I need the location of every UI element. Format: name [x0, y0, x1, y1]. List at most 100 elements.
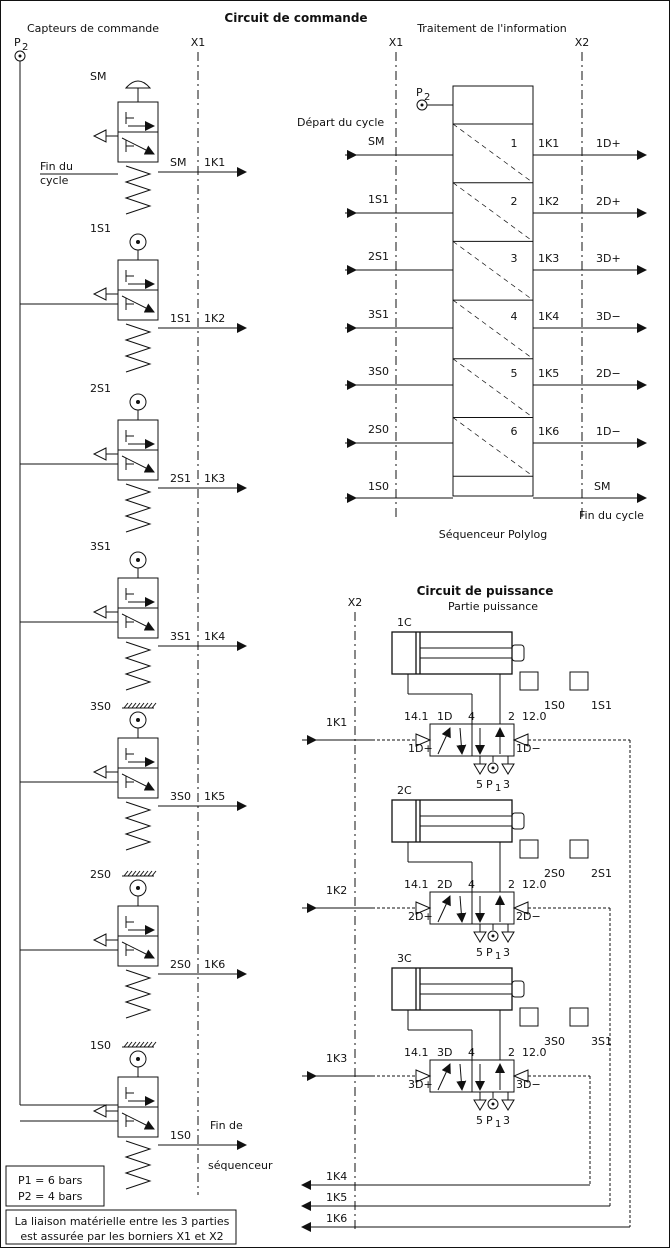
limit-s1-label: 1S1 [591, 699, 612, 712]
valve-minus-label: 2D− [516, 910, 541, 923]
pilot-left-label: 14.1 [404, 1046, 429, 1059]
step-output-label: 2D+ [596, 195, 621, 208]
pressure-source-icon [487, 762, 499, 774]
valve-square-top [117, 737, 159, 769]
port-3-label: 3 [503, 1114, 510, 1127]
svg-text:P: P [416, 86, 423, 99]
sensor-name: 2S1 [90, 382, 111, 395]
valve-plus-label: 3D+ [408, 1078, 433, 1091]
cylinder-label: 1C [397, 616, 412, 629]
port-2-label: 2 [508, 878, 515, 891]
valve-square-bottom [117, 767, 159, 799]
command-circuit-title: Circuit de commande [224, 11, 367, 25]
pilot-left-icon [415, 1069, 432, 1083]
exhaust-icon [92, 765, 107, 779]
port-2-label: 2 [508, 1046, 515, 1059]
sequencer-caption: Séquenceur Polylog [439, 528, 548, 541]
step-input-label: 2S0 [368, 423, 389, 436]
valve-left-square [429, 723, 473, 757]
svg-text:P: P [14, 36, 21, 49]
exhaust-icon [92, 933, 107, 947]
step-k-label: 1K5 [538, 367, 559, 380]
spring-symbol [124, 969, 152, 1019]
valve-square-bottom [117, 935, 159, 967]
step-input-label: 3S1 [368, 308, 389, 321]
step-output-label: 1D− [596, 425, 621, 438]
port-3-label: 3 [503, 778, 510, 791]
spring-symbol [124, 323, 152, 373]
step-input-label: 1S1 [368, 193, 389, 206]
step-input-label: 2S1 [368, 250, 389, 263]
sensor-output-label: 1K6 [204, 958, 225, 971]
power-circuit-title: Circuit de puissance [417, 584, 554, 598]
port-p-label: P [486, 946, 493, 959]
valve-square-bottom [117, 289, 159, 321]
limit-s1-label: 2S1 [591, 867, 612, 880]
return-label: 1K5 [326, 1191, 347, 1204]
svg-text:La liaison matérielle entre le: La liaison matérielle entre les 3 partie… [15, 1215, 230, 1228]
sensors-title: Capteurs de commande [27, 22, 159, 35]
limit-s0-label: 1S0 [544, 699, 565, 712]
port-p-sub-label: 1 [495, 951, 501, 962]
pilot-right-label: 12.0 [522, 1046, 547, 1059]
port-p-sub-label: 1 [495, 783, 501, 794]
port-2-label: 2 [508, 710, 515, 723]
power-circuit-subtitle: Partie puissance [448, 600, 538, 613]
port-4-label: 4 [468, 1046, 475, 1059]
valve-square-top [117, 577, 159, 609]
pressure-source-icon [487, 930, 499, 942]
step-output-label: 3D+ [596, 252, 621, 265]
valve-label: 1D [437, 710, 452, 723]
exhaust-icon [92, 447, 107, 461]
limit-s0-label: 2S0 [544, 867, 565, 880]
step-output-label: 2D− [596, 367, 621, 380]
port-p-sub-label: 1 [495, 1119, 501, 1130]
sensor-signal-label: 1S0 [170, 1129, 191, 1142]
step-number: 4 [511, 310, 518, 323]
port-4-label: 4 [468, 878, 475, 891]
valve-square-top [117, 1076, 159, 1108]
valve-square-bottom [117, 131, 159, 163]
pilot-right-label: 12.0 [522, 878, 547, 891]
valve-left-square [429, 1059, 473, 1093]
port-p-label: P [486, 778, 493, 791]
valve-square-bottom [117, 1106, 159, 1138]
cycle-end-out-label: Fin du cycle [579, 509, 644, 522]
terminal-x1-label-left: X1 [191, 36, 206, 49]
pilot-left-icon [415, 733, 432, 747]
step-k-label: 1K2 [538, 195, 559, 208]
port-3-label: 3 [503, 946, 510, 959]
valve-square-bottom [117, 607, 159, 639]
valve-right-square [471, 891, 515, 925]
cylinder-rod [419, 647, 513, 659]
sensor-output-label: 1K5 [204, 790, 225, 803]
cycle-start-label: Départ du cycle [297, 116, 384, 129]
spring-symbol [124, 641, 152, 691]
terminal-x2-label-bottom: X2 [348, 596, 363, 609]
step-output-label: 3D− [596, 310, 621, 323]
valve-right-square [471, 1059, 515, 1093]
valve-plus-label: 1D+ [408, 742, 433, 755]
sensor-name: 3S1 [90, 540, 111, 553]
limit-box-s0 [519, 671, 539, 691]
valve-label: 3D [437, 1046, 452, 1059]
sensor-name: 1S0 [90, 1039, 111, 1052]
pilot-left-label: 14.1 [404, 710, 429, 723]
sensor-output-label: 1K2 [204, 312, 225, 325]
last-input-label: 1S0 [368, 480, 389, 493]
step-number: 2 [511, 195, 518, 208]
pilot-right-label: 12.0 [522, 710, 547, 723]
svg-text:Fin du: Fin du [40, 160, 73, 173]
valve-label: 2D [437, 878, 452, 891]
sensor-name: 2S0 [90, 868, 111, 881]
sensor-output-label: 1K1 [204, 156, 225, 169]
valve-square-top [117, 101, 159, 133]
